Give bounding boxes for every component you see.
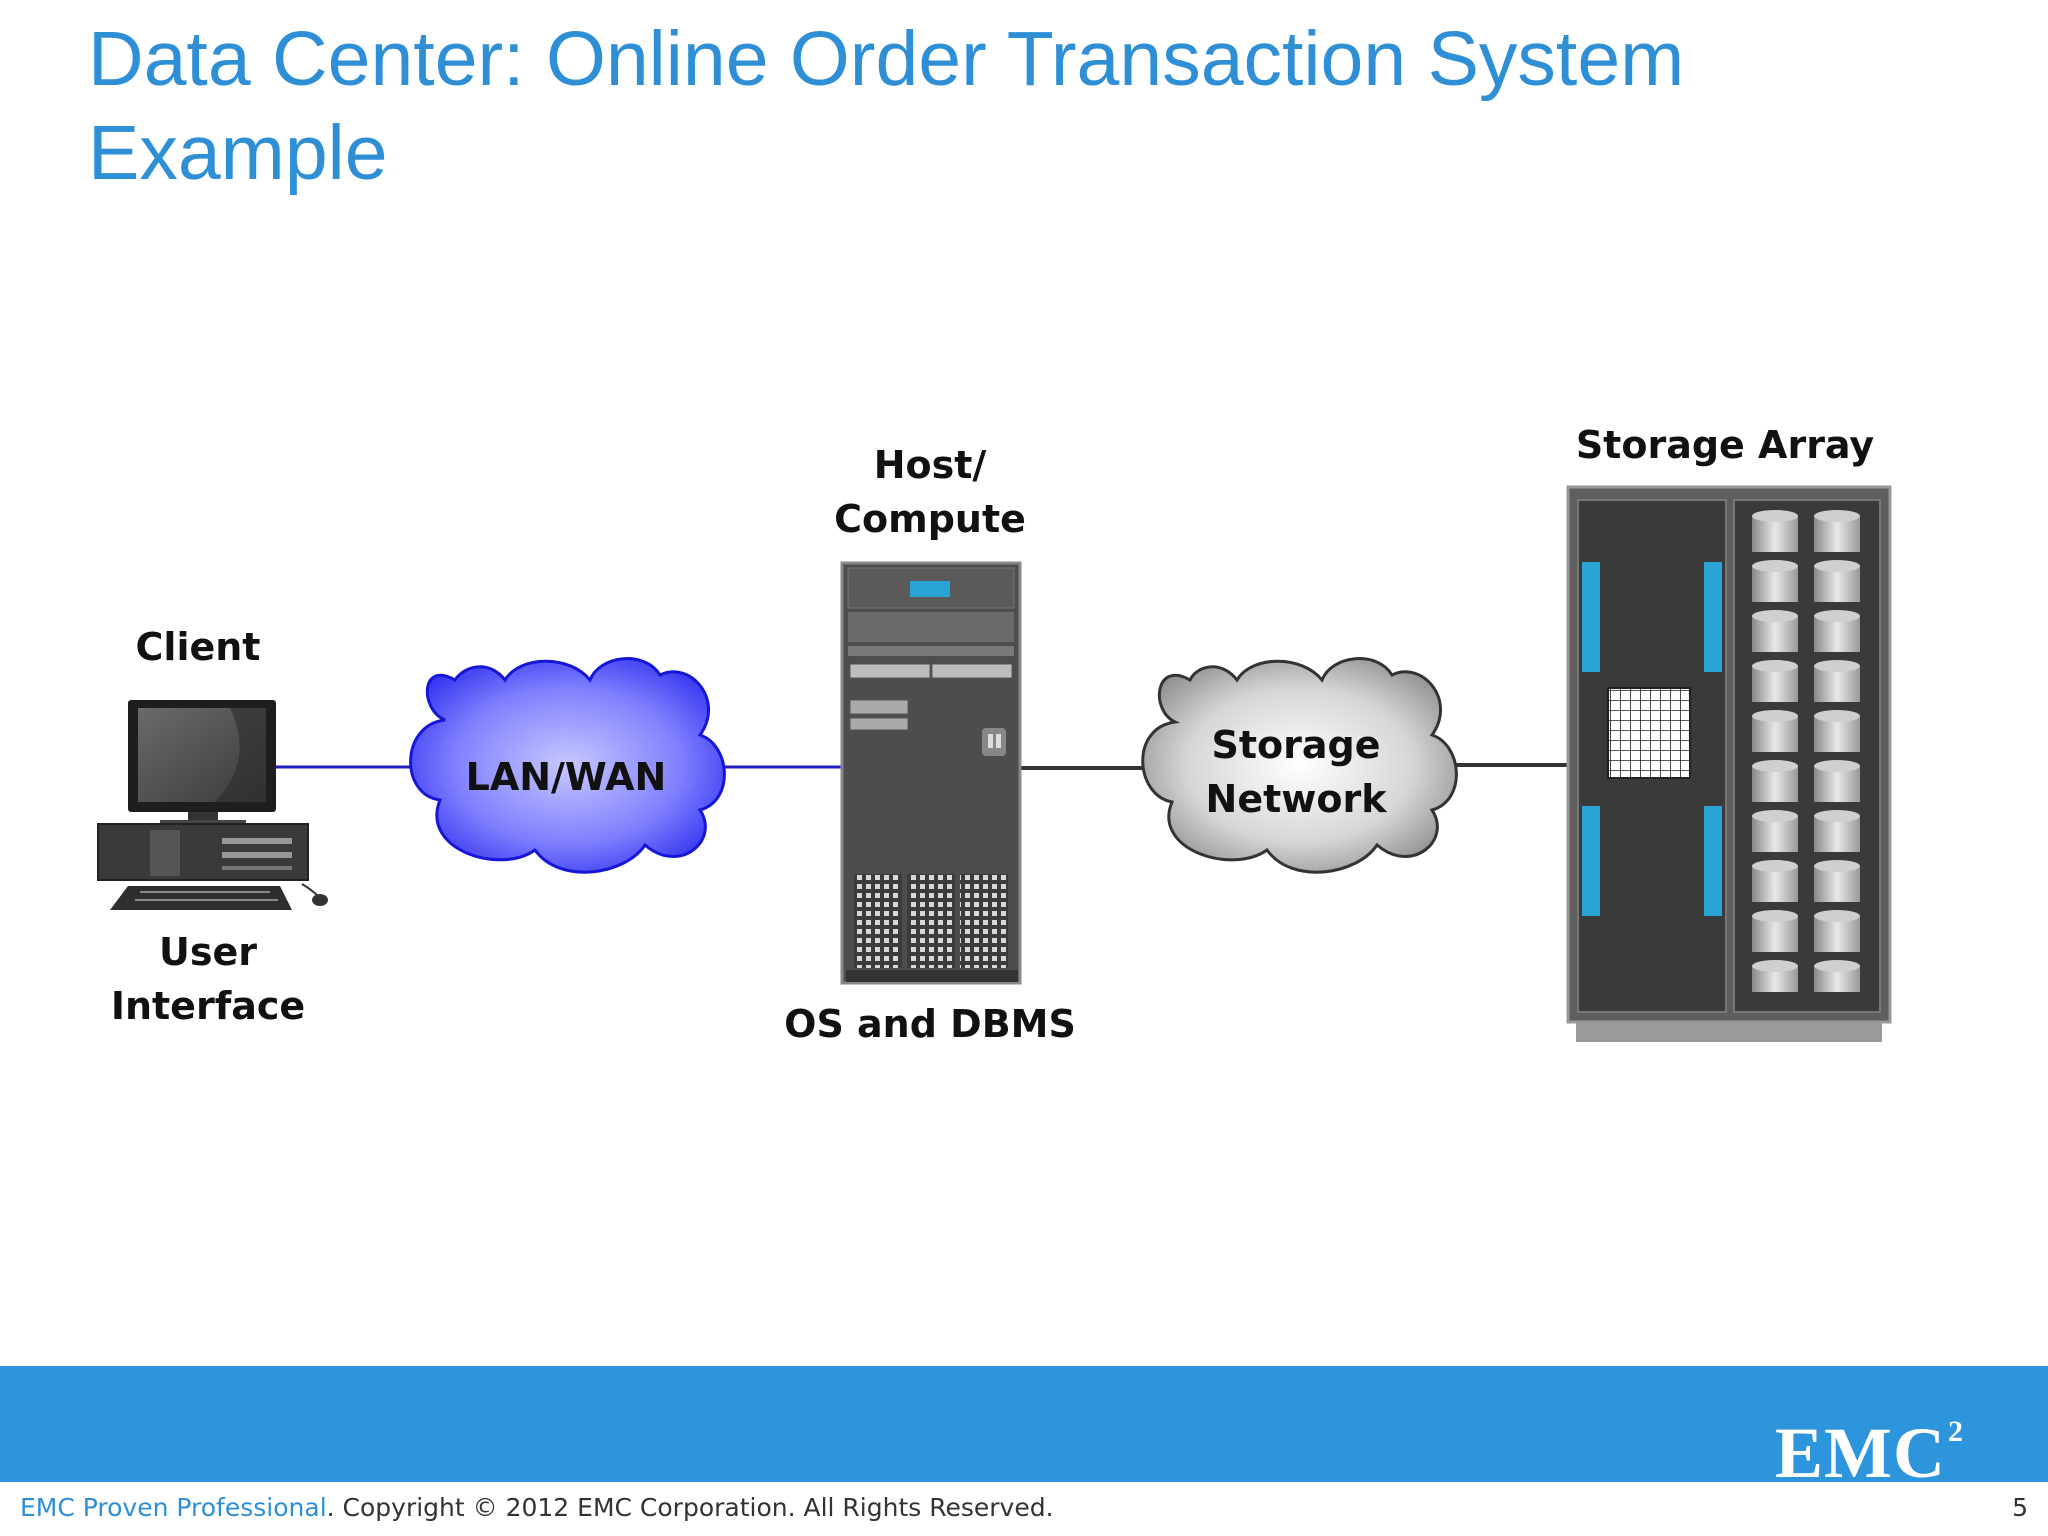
storage-array-label: Storage Array: [1575, 423, 1875, 467]
os-dbms-label: OS and DBMS: [784, 1002, 1076, 1046]
disk-column-right: [1814, 510, 1860, 992]
storage-network-line1: Storage: [1211, 723, 1381, 767]
user-interface-line2: Interface: [110, 984, 306, 1028]
disk-column-left: [1752, 510, 1798, 992]
storage-array-icon: [1566, 485, 1892, 1042]
page-number: 5: [2012, 1493, 2028, 1522]
footer-copyright-text: . Copyright © 2012 EMC Corporation. All …: [326, 1493, 1054, 1522]
emc-logo-superscript: 2: [1948, 1415, 1964, 1448]
storage-network-label: Storage Network: [1166, 718, 1426, 826]
host-label-line1: Host/: [873, 443, 987, 487]
host-label-line2: Compute: [834, 497, 1026, 541]
storage-cloud-icon: [1141, 657, 1458, 874]
user-interface-line1: User: [159, 930, 257, 974]
connection-lines: [275, 763, 1570, 770]
lan-cloud-icon: [409, 657, 726, 874]
footer-copyright: EMC Proven Professional. Copyright © 201…: [20, 1493, 1054, 1522]
footer-bar: [0, 1366, 2048, 1482]
emc-logo-text: EMC: [1775, 1413, 1946, 1493]
host-compute-label: Host/ Compute: [800, 438, 1060, 546]
client-label: Client: [135, 625, 261, 669]
lan-wan-label: LAN/WAN: [465, 755, 667, 799]
server-icon: [840, 561, 1022, 985]
computer-icon: [97, 700, 328, 910]
page-title: Data Center: Online Order Transaction Sy…: [88, 16, 1685, 196]
storage-network-line2: Network: [1205, 777, 1387, 821]
emc-logo: EMC2: [1775, 1392, 1964, 1493]
diagram: [97, 485, 1892, 1042]
user-interface-label: User Interface: [98, 925, 318, 1033]
footer-brand: EMC Proven Professional: [20, 1493, 327, 1522]
